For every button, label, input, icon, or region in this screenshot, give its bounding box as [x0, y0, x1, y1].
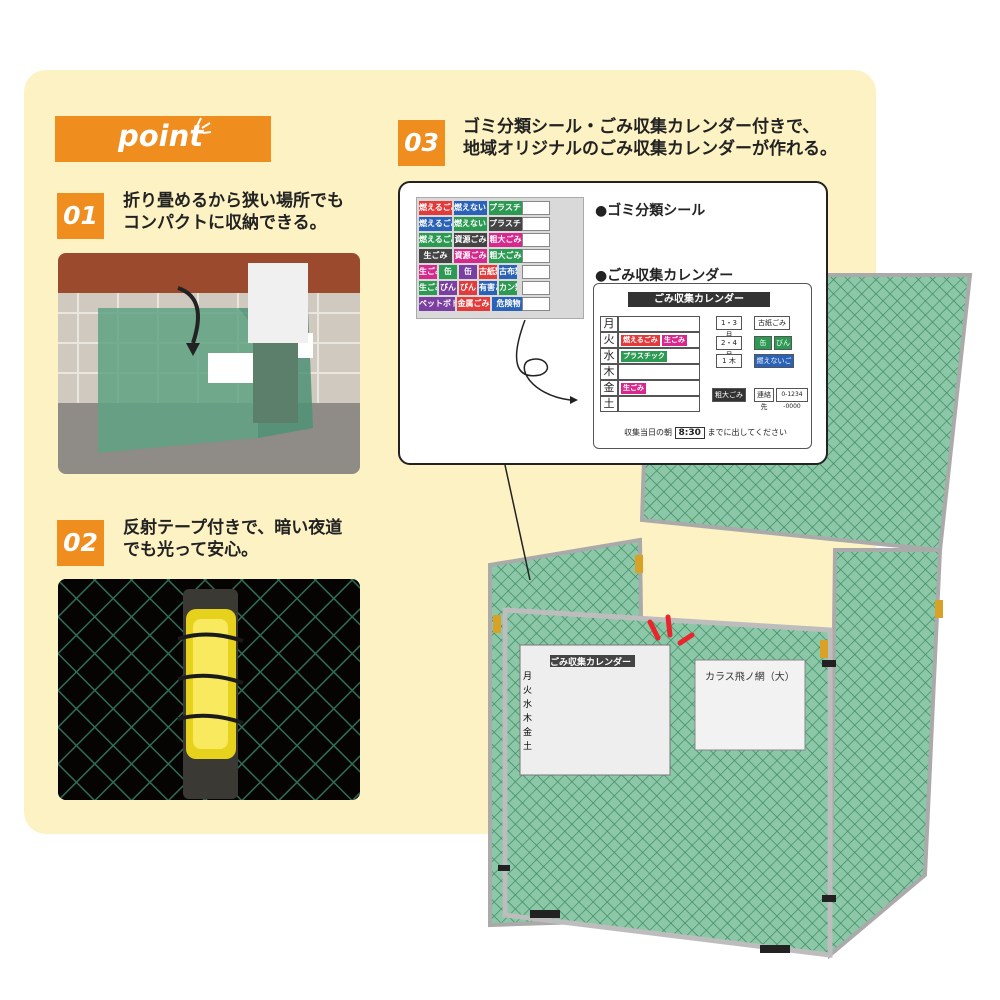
- sticker-label-item: 燃えるごみ: [419, 201, 452, 215]
- product-calendar-day: 火: [523, 686, 533, 696]
- sticker-label-item: 生ごみ: [419, 249, 452, 263]
- sticker-blank: [522, 297, 550, 311]
- sticker-blank: [522, 233, 550, 247]
- product-calendar-day: 金: [523, 728, 533, 738]
- sticker-label-item: 粗大ごみ: [489, 233, 522, 247]
- folding-bin-photo: [58, 253, 360, 474]
- calendar-right-item: 1 木: [716, 354, 742, 368]
- sticker-label-item: 生ごみ: [419, 281, 437, 295]
- calendar-cell: [618, 348, 700, 364]
- calendar-footer-time: 8:30: [674, 427, 705, 439]
- calendar-cell: [618, 332, 700, 348]
- sticker-label-item: 危険物: [492, 297, 525, 311]
- product-calendar-days: 月 火 水 木 金 土: [523, 670, 535, 754]
- sticker-label-item: 缶: [459, 265, 477, 279]
- calendar-cell: [618, 380, 700, 396]
- sticker-label-item: 資源ごみ: [454, 249, 487, 263]
- calendar-footer-before: 収集当日の朝: [624, 428, 672, 437]
- sticker-blank: [522, 249, 550, 263]
- sticker-label-item: 燃えないごみ: [454, 201, 487, 215]
- calendar-right-item: 連絡先: [754, 388, 774, 411]
- feature-number-02: 02: [57, 520, 104, 566]
- connector-lines: [504, 320, 578, 580]
- sticker-label-item: 缶: [439, 265, 457, 279]
- feature-01-text: 折り畳めるから狭い場所でも コンパクトに収納できる。: [123, 190, 344, 234]
- reflective-tape-illustration: [58, 579, 360, 800]
- sticker-label-item: 古紙類: [479, 265, 497, 279]
- calendar-day: 金: [600, 380, 618, 396]
- feature-02-text: 反射テープ付きで、暗い夜道 でも光って安心。: [123, 517, 342, 561]
- calendar-day: 火: [600, 332, 618, 348]
- sticker-label-item: プラスチック: [489, 217, 522, 231]
- sticker-label: ●ゴミ分類シール: [595, 203, 706, 219]
- calendar-right-item: 0-1234 -0000: [776, 388, 808, 410]
- feature-02-line2: でも光って安心。: [123, 540, 259, 560]
- calendar-cell: [618, 396, 700, 412]
- sticker-blank: [522, 265, 550, 279]
- calendar-chip: プラスチック: [621, 351, 667, 362]
- sticker-label-item: 資源ごみ: [454, 233, 487, 247]
- calendar-chip: 生ごみ: [621, 383, 646, 394]
- calendar-day: 月: [600, 316, 618, 332]
- calendar-cell: [618, 316, 700, 332]
- calendar-day: 土: [600, 396, 618, 412]
- sticker-blank: [522, 281, 550, 295]
- sticker-blank: [522, 201, 550, 215]
- calendar-day: 水: [600, 348, 618, 364]
- calendar-footer: 収集当日の朝 8:30 までに出してください: [624, 427, 787, 439]
- calendar-right-item: 2・4 月: [716, 336, 742, 359]
- sparkle-lines-icon: [196, 117, 212, 134]
- feature-number-01: 01: [57, 193, 104, 239]
- feature-02-line1: 反射テープ付きで、暗い夜道: [123, 518, 343, 538]
- calendar-right-item: 缶: [754, 336, 772, 350]
- calendar-right-item: 粗大ごみ: [712, 388, 746, 402]
- product-calendar-day: 木: [523, 714, 533, 724]
- product-sticker-title: カラス飛ノ網（大）: [705, 672, 795, 683]
- point-label: point: [118, 119, 204, 153]
- calendar-right-item: 1・3 月: [716, 316, 742, 339]
- feature-03-line1: ゴミ分類シール・ごみ収集カレンダー付きで、: [463, 117, 820, 137]
- sticker-label-item: プラスチック: [489, 201, 522, 215]
- sticker-label-item: びん: [459, 281, 477, 295]
- calendar-footer-after: までに出してください: [707, 428, 788, 437]
- feature-03-line2: 地域オリジナルのごみ収集カレンダーが作れる。: [463, 139, 837, 159]
- sticker-blank: [522, 217, 550, 231]
- feature-01-line1: 折り畳めるから狭い場所でも: [123, 191, 344, 211]
- sticker-label-item: びん: [439, 281, 457, 295]
- sticker-label-item: カン類: [499, 281, 517, 295]
- calendar-day: 木: [600, 364, 618, 380]
- sticker-label-item: 金属ごみ: [457, 297, 490, 311]
- calendar-chip: 燃えるごみ: [621, 335, 660, 346]
- folding-bin-illustration: [58, 253, 360, 474]
- calendar-chip: 生ごみ: [662, 335, 687, 346]
- product-calendar-day: 土: [523, 742, 533, 752]
- product-calendar-title: ごみ収集カレンダー: [550, 658, 632, 668]
- sticker-label-item: ペットボトル: [419, 297, 455, 311]
- point-tag: [55, 116, 271, 162]
- sticker-label-item: 生ごみ: [419, 265, 437, 279]
- feature-01-line2: コンパクトに収納できる。: [123, 213, 327, 233]
- calendar-right-item: 燃えないごみ: [754, 354, 794, 377]
- feature-03-text: ゴミ分類シール・ごみ収集カレンダー付きで、 地域オリジナルのごみ収集カレンダーが…: [463, 116, 837, 160]
- garbage-calendar: ごみ収集カレンダー 月 火 水 木 金 土 燃えるごみ 生ごみ プラスチック 生…: [593, 283, 812, 449]
- sticker-label-item: 燃えないごみ: [454, 217, 487, 231]
- calendar-title: ごみ収集カレンダー: [628, 292, 770, 307]
- sticker-label-item: 古布類: [499, 265, 517, 279]
- sticker-label-item: 粗大ごみ: [489, 249, 522, 263]
- sticker-label-item: 燃えるごみ: [419, 233, 452, 247]
- reflective-tape-photo: [58, 579, 360, 800]
- product-calendar-day: 水: [523, 700, 533, 710]
- sticker-label-item: 燃えるごみ: [419, 217, 452, 231]
- sticker-label-item: 有害ごみ: [479, 281, 497, 295]
- feature-number-03: 03: [398, 120, 445, 166]
- garbage-net-cage-illustration: [488, 273, 973, 960]
- calendar-cell: [618, 364, 700, 380]
- calendar-right-item: びん: [774, 336, 792, 350]
- calendar-label: ●ごみ収集カレンダー: [595, 268, 734, 284]
- calendar-right-item: 古紙ごみ: [754, 316, 790, 330]
- product-calendar-day: 月: [523, 672, 533, 682]
